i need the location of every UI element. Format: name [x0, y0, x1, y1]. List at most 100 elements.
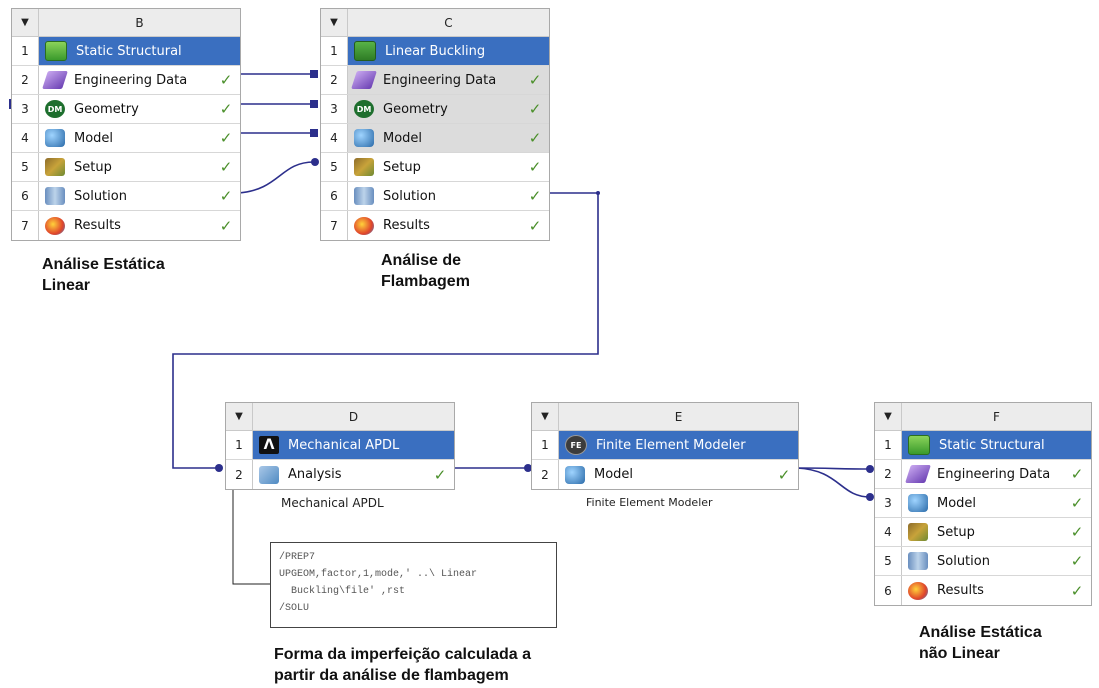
status-check-icon: ✓	[528, 187, 542, 205]
solution-icon	[354, 187, 374, 205]
row-number: 2	[226, 460, 253, 489]
system-f-row-1[interactable]: 1 Static Structural	[875, 431, 1091, 460]
link-c6-d2	[172, 192, 599, 469]
caption-f-line1: Análise Estática	[919, 624, 1042, 641]
system-b-row-1[interactable]: 1 Static Structural	[12, 37, 240, 66]
row-label: Static Structural	[76, 43, 182, 59]
caption-c-line1: Análise de	[381, 252, 462, 269]
status-check-icon: ✓	[219, 129, 233, 147]
system-b-row-7[interactable]: 7 Results✓	[12, 211, 240, 240]
system-b-row-4[interactable]: 4 Model✓	[12, 124, 240, 153]
system-d-menu-icon[interactable]: ▼	[226, 403, 253, 430]
system-c-row-6[interactable]: 6 Solution ✓	[321, 182, 549, 211]
system-f-row-5[interactable]: 5 Solution✓	[875, 547, 1091, 576]
system-b-row-6[interactable]: 6 Solution✓	[12, 182, 240, 211]
code-line-1: /PREP7	[279, 552, 316, 563]
status-check-icon: ✓	[528, 129, 542, 147]
system-e-row-2[interactable]: 2 Model✓	[532, 460, 798, 489]
row-label: Geometry	[74, 101, 139, 117]
status-check-icon: ✓	[528, 100, 542, 118]
system-c-row-7[interactable]: 7 Results✓	[321, 211, 549, 240]
row-label: Setup	[383, 159, 421, 175]
system-c-row-2[interactable]: 2 Engineering Data✓	[321, 66, 549, 95]
results-icon	[908, 581, 928, 600]
system-c[interactable]: ▼ C 1 Linear Buckling 2 Engineering Data…	[320, 8, 550, 241]
mechanical-apdl-icon: Λ	[259, 436, 279, 454]
row-label: Analysis	[288, 467, 342, 482]
row-number: 2	[875, 460, 902, 488]
status-check-icon: ✓	[1070, 552, 1084, 570]
system-d-header[interactable]: ▼ D	[226, 403, 454, 431]
model-icon	[565, 465, 585, 484]
status-check-icon: ✓	[219, 100, 233, 118]
system-b-header[interactable]: ▼ B	[12, 9, 240, 37]
row-label: Solution	[937, 553, 990, 569]
system-c-header[interactable]: ▼ C	[321, 9, 549, 37]
port-square	[310, 70, 318, 78]
system-c-row-4[interactable]: 4 Model✓	[321, 124, 549, 153]
status-check-icon: ✓	[1070, 523, 1084, 541]
system-f-row-6[interactable]: 6 Results✓	[875, 576, 1091, 605]
system-b-menu-icon[interactable]: ▼	[12, 9, 39, 36]
system-b[interactable]: ▼ B 1 Static Structural 2 Engineering Da…	[11, 8, 241, 241]
static-structural-icon	[45, 41, 67, 61]
results-icon	[45, 216, 65, 235]
caption-c-line2: Flambagem	[381, 273, 470, 290]
link-e2-f3	[796, 467, 871, 498]
row-number: 6	[321, 182, 348, 210]
system-f[interactable]: ▼ F 1 Static Structural 2 Engineering Da…	[874, 402, 1092, 606]
system-b-letter: B	[135, 15, 144, 30]
solution-icon	[908, 552, 928, 570]
row-label: Solution	[383, 188, 436, 204]
caption-imperfection-line1: Forma da imperfeição calculada a	[274, 646, 531, 663]
model-icon	[45, 129, 65, 147]
row-label: Setup	[74, 159, 112, 175]
row-number: 3	[12, 95, 39, 123]
system-b-row-5[interactable]: 5 Setup✓	[12, 153, 240, 182]
system-e-menu-icon[interactable]: ▼	[532, 403, 559, 430]
setup-icon	[354, 158, 374, 176]
status-check-icon: ✓	[1070, 494, 1084, 512]
row-label: Engineering Data	[937, 466, 1051, 482]
caption-imperfection-line2: partir da análise de flambagem	[274, 667, 509, 684]
system-f-row-2[interactable]: 2 Engineering Data ✓	[875, 460, 1091, 489]
linear-buckling-icon	[354, 41, 376, 61]
system-c-row-1[interactable]: 1 Linear Buckling	[321, 37, 549, 66]
code-leader-line	[232, 480, 270, 585]
status-check-icon: ✓	[1070, 465, 1084, 483]
system-e-header[interactable]: ▼ E	[532, 403, 798, 431]
system-f-header[interactable]: ▼ F	[875, 403, 1091, 431]
model-icon	[908, 494, 928, 512]
row-number: 4	[12, 124, 39, 152]
system-c-menu-icon[interactable]: ▼	[321, 9, 348, 36]
engineering-data-icon	[42, 71, 68, 89]
caption-f: Análise Estática não Linear	[919, 622, 1042, 664]
row-number: 3	[321, 95, 348, 123]
status-check-icon: ✓	[219, 158, 233, 176]
row-number: 2	[532, 460, 559, 489]
row-label: Setup	[937, 524, 975, 540]
row-label: Engineering Data	[74, 72, 188, 88]
results-icon	[354, 216, 374, 235]
model-icon	[354, 129, 374, 147]
row-number: 2	[12, 66, 39, 94]
system-f-row-4[interactable]: 4 Setup ✓	[875, 518, 1091, 547]
row-number: 4	[875, 518, 902, 546]
system-f-menu-icon[interactable]: ▼	[875, 403, 902, 430]
status-check-icon: ✓	[528, 71, 542, 89]
system-b-row-2[interactable]: 2 Engineering Data✓	[12, 66, 240, 95]
caption-b-line2: Linear	[42, 277, 91, 294]
system-d-row-2[interactable]: 2 Analysis✓	[226, 460, 454, 489]
solution-icon	[45, 187, 65, 205]
row-number: 1	[532, 431, 559, 459]
system-f-row-3[interactable]: 3 Model✓	[875, 489, 1091, 518]
status-check-icon: ✓	[1070, 581, 1084, 600]
system-e-subtitle: Finite Element Modeler	[586, 496, 713, 509]
system-c-row-5[interactable]: 5 Setup✓	[321, 153, 549, 182]
